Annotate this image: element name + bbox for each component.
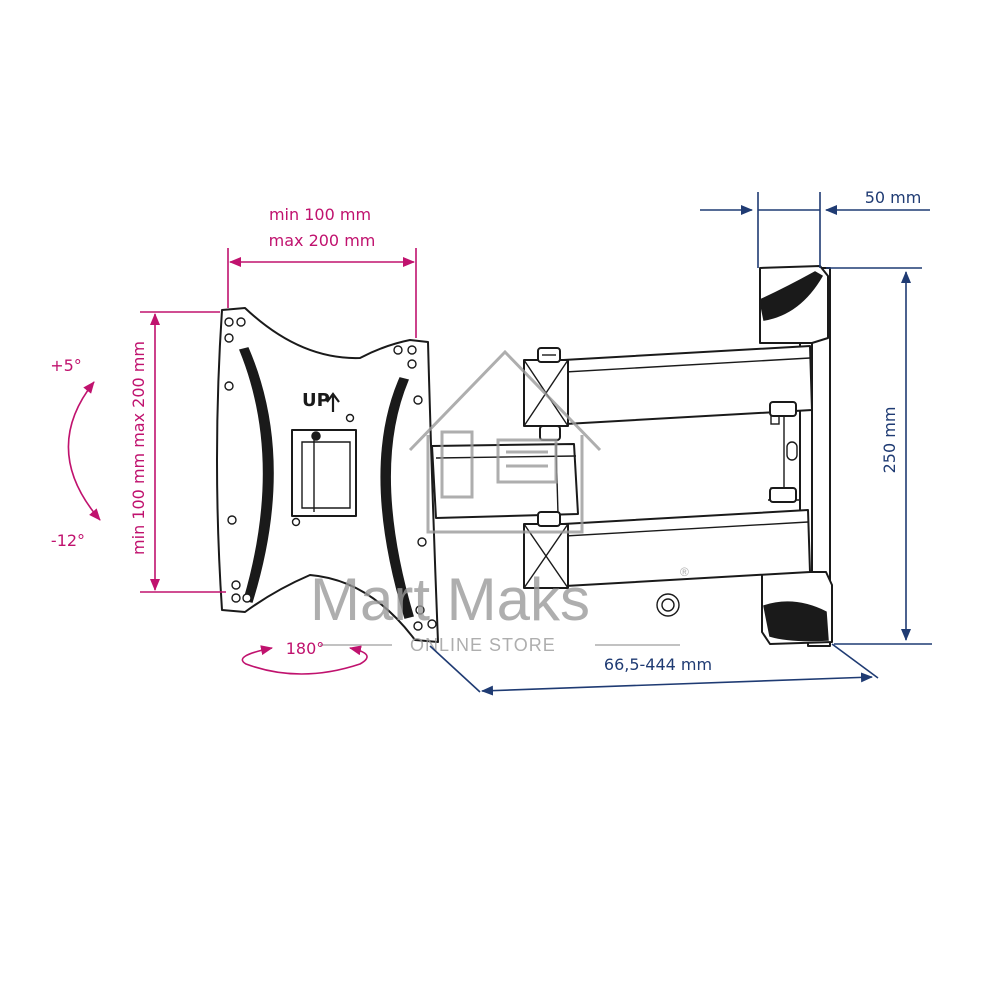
plate-height-dimension: 250 mm: [826, 267, 932, 645]
registered-mark: ®: [680, 565, 689, 579]
extension-dimension: 66,5-444 mm: [429, 643, 879, 696]
wall-plate: [759, 265, 833, 647]
watermark-brand: Mart Maks: [310, 566, 590, 633]
swivel-label: 180°: [286, 639, 325, 658]
watermark-tagline: ONLINE STORE: [410, 635, 556, 655]
watermark: Mart Maks ® ONLINE STORE: [310, 349, 689, 655]
vesa-width-dimension: min 100 mm max 200 mm: [227, 205, 417, 338]
house-logo-icon: [408, 349, 602, 534]
tilt-down-label: -12°: [51, 531, 85, 550]
vesa-width-label-1: min 100 mm: [269, 205, 371, 224]
vesa-height-dimension: min 100 mm max 200 mm: [129, 311, 226, 593]
vesa-width-label-2: max 200 mm: [269, 231, 376, 250]
plate-width-label: 50 mm: [865, 188, 922, 207]
spring-clip: [656, 593, 680, 617]
articulating-arms: [431, 345, 813, 589]
vesa-height-label: min 100 mm max 200 mm: [129, 341, 148, 555]
tilt-indicator: +5° -12°: [50, 356, 101, 550]
plate-height-label: 250 mm: [880, 407, 899, 474]
plate-width-dimension: 50 mm: [700, 188, 930, 268]
swivel-indicator: 180°: [241, 639, 368, 675]
arrow-up-icon: [326, 392, 340, 412]
up-label: UP: [302, 390, 330, 411]
tv-mounting-plate: UP: [216, 307, 439, 643]
extension-label: 66,5-444 mm: [604, 655, 712, 674]
tilt-up-label: +5°: [50, 356, 82, 375]
